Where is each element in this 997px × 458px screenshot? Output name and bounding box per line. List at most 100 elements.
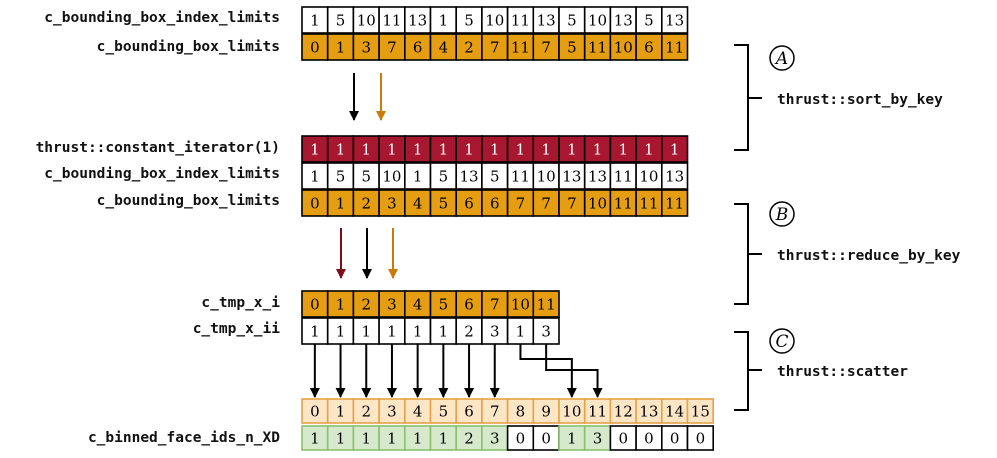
r6-cell-value-5: 1 [439,323,449,341]
r0-cell-value-3: 11 [382,12,401,30]
r3-cell-value-1: 5 [336,168,346,186]
r3-cell-value-7: 5 [490,168,500,186]
r6-cell-value-0: 1 [310,323,320,341]
step-b-badge [769,201,795,227]
r4-cell-value-14: 11 [665,195,684,213]
r8-cell-8 [506,425,535,451]
r0-cell-4 [403,6,432,34]
r7-cell-9 [532,398,560,424]
r2-cell-value-13: 1 [644,141,654,159]
step-c-operation: thrust::scatter [777,364,908,380]
r0-cell-value-14: 13 [665,12,684,30]
r0-cell-11 [583,6,612,34]
r1-cell-value-8: 11 [511,39,530,57]
r8-cell-value-0: 1 [310,430,320,448]
r6-cell-value-3: 1 [387,323,397,341]
r0-cell-7 [481,6,509,34]
r2-cell-4 [403,135,432,163]
r4-cell-1 [326,189,355,217]
r4-cell-value-5: 5 [439,195,449,213]
r1-cell-9 [532,33,560,61]
r2-cell-value-6: 1 [464,141,474,159]
r8-cell-value-13: 0 [644,430,654,448]
r6-cell-5 [429,317,458,345]
r8-cell-value-10: 1 [567,430,577,448]
r0-cell-8 [506,6,535,34]
r0-cell-0 [301,6,329,34]
r6-cell-2 [352,317,380,345]
r8-cell-value-3: 1 [387,430,397,448]
row-label-tmp-x-i: c_tmp_x_i [201,295,280,311]
r6-cell-value-7: 3 [490,323,500,341]
r7-cell-value-1: 1 [336,403,346,421]
r1-cell-3 [378,33,406,61]
r2-cell-0 [301,135,329,163]
r1-cell-value-12: 10 [614,39,633,57]
r3-cell-value-9: 10 [537,168,556,186]
r1-cell-value-2: 3 [361,39,371,57]
r7-cell-value-3: 3 [387,403,397,421]
r8-cell-9 [532,425,560,451]
r0-cell-value-12: 13 [614,12,633,30]
r6-cell-value-8: 1 [516,323,526,341]
r3-cell-value-14: 13 [665,168,684,186]
r0-cell-value-0: 1 [310,12,320,30]
r7-cell-value-0: 0 [310,403,320,421]
r2-cell-3 [378,135,406,163]
r3-cell-1 [326,162,355,190]
bracket-step-a [734,44,749,151]
r8-cell-14 [660,425,689,451]
r2-cell-value-14: 1 [670,141,680,159]
step-b-letter: B [775,205,789,225]
r4-cell-value-4: 4 [413,195,423,213]
r0-cell-value-11: 10 [588,12,607,30]
r1-cell-value-9: 7 [541,39,551,57]
r8-cell-value-7: 3 [490,430,500,448]
r2-cell-6 [455,135,483,163]
r5-cell-value-4: 4 [413,296,423,314]
r1-cell-1 [326,33,355,61]
r8-cell-15 [686,425,715,451]
r3-cell-11 [583,162,612,190]
r7-cell-11 [583,398,612,424]
r8-cell-value-12: 0 [618,430,628,448]
r1-cell-value-3: 7 [387,39,397,57]
r1-cell-value-14: 11 [665,39,684,57]
r8-cell-value-4: 1 [413,430,423,448]
r4-cell-11 [583,189,612,217]
r5-cell-value-2: 2 [361,296,371,314]
r2-cell-9 [532,135,560,163]
step-b-operation: thrust::reduce_by_key [777,248,961,264]
r0-cell-2 [352,6,380,34]
r2-cell-value-2: 1 [361,141,371,159]
r7-cell-value-13: 13 [639,403,658,421]
r0-cell-value-10: 5 [567,12,577,30]
r5-cell-value-8: 10 [511,296,530,314]
r0-cell-value-6: 5 [464,12,474,30]
r7-cell-value-4: 4 [413,403,423,421]
r3-cell-value-5: 5 [439,168,449,186]
r1-cell-value-6: 2 [464,39,474,57]
r2-cell-5 [429,135,458,163]
r4-cell-value-3: 3 [387,195,397,213]
r8-cell-value-11: 3 [593,430,603,448]
r8-cell-value-15: 0 [696,430,706,448]
r2-cell-10 [558,135,586,163]
r1-cell-11 [583,33,612,61]
r4-cell-14 [660,189,689,217]
r6-cell-3 [378,317,406,345]
r1-cell-value-10: 5 [567,39,577,57]
r7-cell-15 [686,398,715,424]
r2-cell-14 [660,135,689,163]
r1-cell-5 [429,33,458,61]
row-label-constant-iterator: thrust::constant_iterator(1) [36,140,280,156]
r2-cell-11 [583,135,612,163]
r8-cell-value-6: 2 [464,430,474,448]
r4-cell-value-8: 7 [516,195,526,213]
r4-cell-value-10: 7 [567,195,577,213]
r1-cell-0 [301,33,329,61]
r7-cell-12 [609,398,637,424]
r8-cell-value-9: 0 [541,430,551,448]
